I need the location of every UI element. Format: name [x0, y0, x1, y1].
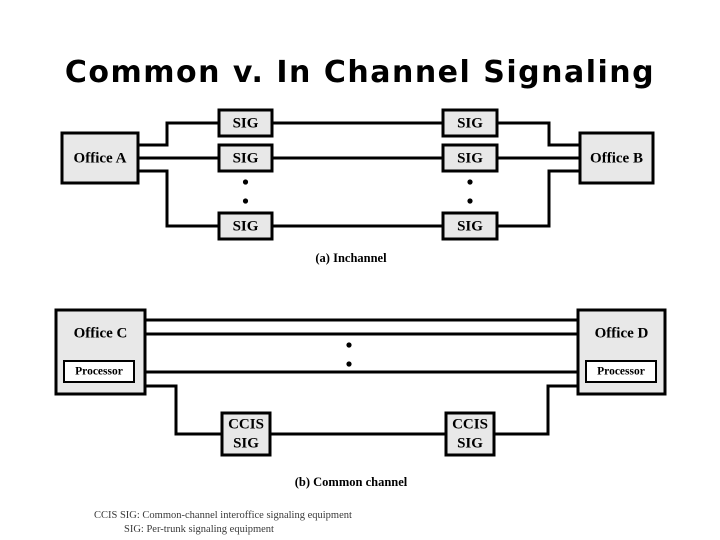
- diagram-a-caption: (a) Inchannel: [315, 251, 387, 265]
- office-a-box: [60, 131, 140, 185]
- sig-label-a-right-1: SIG: [457, 115, 483, 131]
- diagram-a-trunk-wires: [272, 121, 443, 228]
- sig-label-a-right-3: SIG: [457, 218, 483, 234]
- office-b-node[interactable]: Office B: [578, 131, 655, 185]
- diagram-a-right-wires: [497, 121, 580, 228]
- ccis-sig-node-left[interactable]: CCIS SIG: [220, 411, 272, 457]
- ellipsis-a-left: [242, 179, 249, 204]
- ccis-sig-box-right: [444, 411, 496, 457]
- sig-node-a-left-2[interactable]: SIG: [217, 143, 274, 173]
- office-a-node[interactable]: Office A: [60, 131, 140, 185]
- ccis-sig-box-left: [220, 411, 272, 457]
- ccis-sig-label-left-line2: SIG: [233, 435, 259, 451]
- ellipsis-dot: [467, 198, 473, 204]
- processor-c-label: Processor: [75, 366, 123, 378]
- sig-node-a-left-1[interactable]: SIG: [217, 108, 274, 138]
- sig-label-a-right-2: SIG: [457, 150, 483, 166]
- sig-node-a-right-1[interactable]: SIG: [441, 108, 499, 138]
- processor-c-box: [63, 360, 135, 383]
- ellipsis-dot: [242, 198, 249, 204]
- wire-a-right-top: [497, 121, 580, 147]
- sig-node-a-right-2[interactable]: SIG: [441, 143, 499, 173]
- sig-box-a-left-3: [217, 211, 274, 241]
- diagram-b-trunk-wires: [145, 318, 578, 374]
- office-c-node[interactable]: Office C Processor: [54, 308, 147, 396]
- office-b-box: [578, 131, 655, 185]
- office-d-node[interactable]: Office D Processor: [576, 308, 667, 396]
- page-title: Common v. In Channel Signaling: [64, 55, 656, 90]
- processor-d-box: [585, 360, 657, 383]
- processor-d-label: Processor: [597, 366, 645, 378]
- wire-a-right-bottom: [497, 169, 580, 228]
- office-d-label: Office D: [595, 325, 649, 341]
- ellipsis-a-right: [467, 179, 473, 204]
- ccis-sig-label-right-line1: CCIS: [452, 416, 488, 432]
- ellipsis-dot: [242, 179, 249, 185]
- diagram-a-group: Office A Office B SIG SIG SIG: [60, 108, 655, 265]
- sig-label-a-left-3: SIG: [233, 218, 259, 234]
- diagram-b-group: Office C Processor Office D Processor CC…: [54, 308, 667, 489]
- ellipsis-b-middle: [346, 342, 352, 367]
- office-c-label: Office C: [74, 325, 128, 341]
- ccis-sig-label-left-line1: CCIS: [228, 416, 264, 432]
- ellipsis-dot: [346, 361, 352, 367]
- legend-group: CCIS SIG: Common-channel interoffice sig…: [94, 510, 352, 535]
- wire-a-left-top: [138, 121, 219, 147]
- wire-b-right-signaling: [494, 384, 578, 436]
- office-b-label: Office B: [590, 150, 643, 166]
- sig-label-a-left-2: SIG: [233, 150, 259, 166]
- ccis-sig-node-right[interactable]: CCIS SIG: [444, 411, 496, 457]
- sig-box-a-right-3: [441, 211, 499, 241]
- sig-node-a-left-3[interactable]: SIG: [217, 211, 274, 241]
- sig-label-a-left-1: SIG: [233, 115, 259, 131]
- legend-line-sig: SIG: Per-trunk signaling equipment: [124, 524, 274, 535]
- diagram-b-caption: (b) Common channel: [295, 475, 408, 489]
- sig-box-a-left-2: [217, 143, 274, 173]
- ccis-sig-label-right-line2: SIG: [457, 435, 483, 451]
- ellipsis-dot: [467, 179, 473, 185]
- wire-b-left-signaling: [145, 384, 222, 436]
- sig-box-a-right-2: [441, 143, 499, 173]
- sig-box-a-left-1: [217, 108, 274, 138]
- sig-box-a-right-1: [441, 108, 499, 138]
- ellipsis-dot: [346, 342, 352, 348]
- diagram-a-left-wires: [138, 121, 219, 228]
- legend-line-ccis-sig: CCIS SIG: Common-channel interoffice sig…: [94, 510, 352, 521]
- office-a-label: Office A: [74, 150, 127, 166]
- diagram-b-signaling-wires: [145, 384, 578, 436]
- sig-node-a-right-3[interactable]: SIG: [441, 211, 499, 241]
- wire-a-left-bottom: [138, 169, 219, 228]
